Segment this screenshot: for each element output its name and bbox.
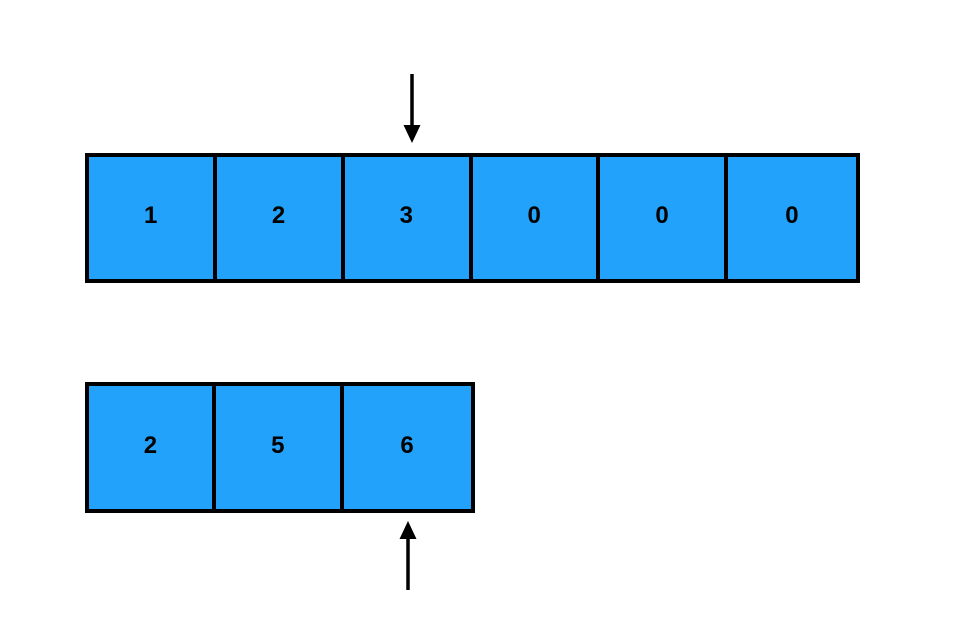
array-cell[interactable]: 2 [89, 386, 217, 509]
top-array: 1 2 3 0 0 0 [85, 153, 860, 283]
array-cell[interactable]: 5 [216, 386, 344, 509]
array-cell[interactable]: 0 [728, 157, 857, 279]
array-cell[interactable]: 2 [216, 157, 345, 279]
array-cell[interactable]: 0 [600, 157, 729, 279]
arrow-up-icon [392, 520, 424, 590]
array-cell[interactable]: 1 [89, 157, 217, 279]
array-cell[interactable]: 0 [472, 157, 601, 279]
array-cell[interactable]: 6 [343, 386, 471, 509]
array-cell[interactable]: 3 [344, 157, 473, 279]
arrow-down-icon [396, 74, 428, 144]
bottom-array: 2 5 6 [85, 382, 475, 513]
